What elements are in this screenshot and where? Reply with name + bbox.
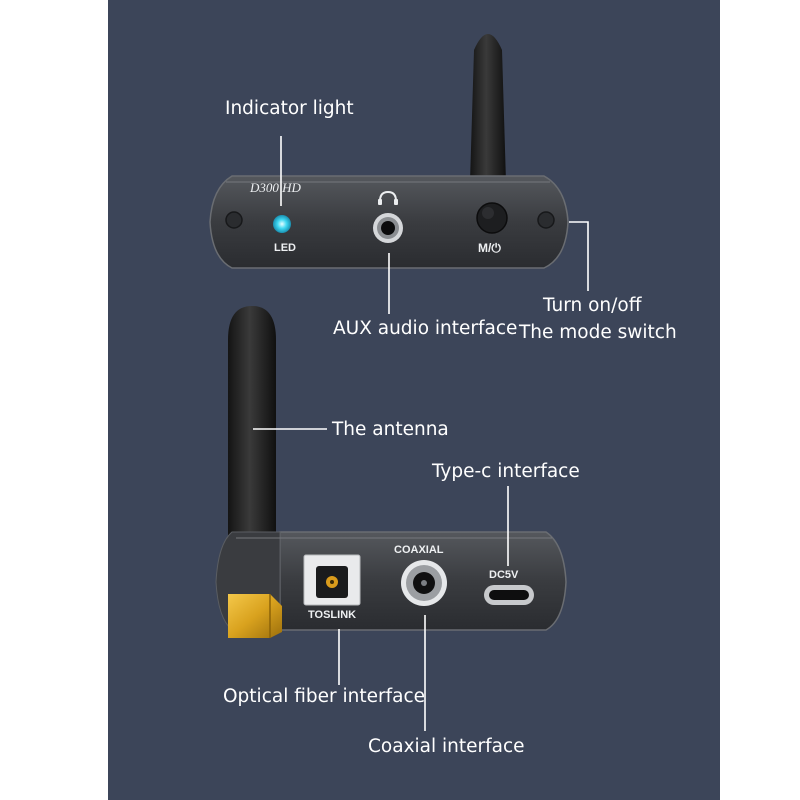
mode-label: M/⏻ bbox=[478, 241, 501, 255]
callout-indicator-light: Indicator light bbox=[225, 98, 354, 119]
callout-antenna: The antenna bbox=[332, 419, 449, 440]
callout-aux-audio: AUX audio interface bbox=[333, 318, 518, 339]
coaxial-port bbox=[401, 560, 447, 606]
type-c-port bbox=[484, 585, 534, 605]
mode-power-button bbox=[476, 202, 508, 234]
callout-type-c: Type-c interface bbox=[432, 461, 580, 482]
screw-right bbox=[537, 211, 555, 229]
led-light bbox=[273, 215, 291, 233]
aux-jack bbox=[373, 213, 403, 243]
gold-sma-connector bbox=[228, 594, 282, 638]
callout-mode-switch: The mode switch bbox=[519, 322, 677, 343]
callout-coaxial-interface: Coaxial interface bbox=[368, 736, 525, 757]
top-antenna bbox=[470, 34, 506, 182]
toslink-label: TOSLINK bbox=[308, 609, 357, 621]
model-label: D300 HD bbox=[250, 180, 301, 195]
switch-leader-line bbox=[569, 221, 589, 291]
screw-left bbox=[225, 211, 243, 229]
callout-turn-on-off: Turn on/off bbox=[543, 295, 642, 316]
callout-optical-fiber: Optical fiber interface bbox=[223, 686, 426, 707]
toslink-port bbox=[303, 554, 361, 606]
headphone-icon bbox=[378, 190, 398, 205]
dc5v-label: DC5V bbox=[489, 569, 519, 581]
background-panel bbox=[108, 0, 720, 800]
led-label: LED bbox=[274, 242, 296, 254]
coaxial-label: COAXIAL bbox=[394, 544, 444, 556]
